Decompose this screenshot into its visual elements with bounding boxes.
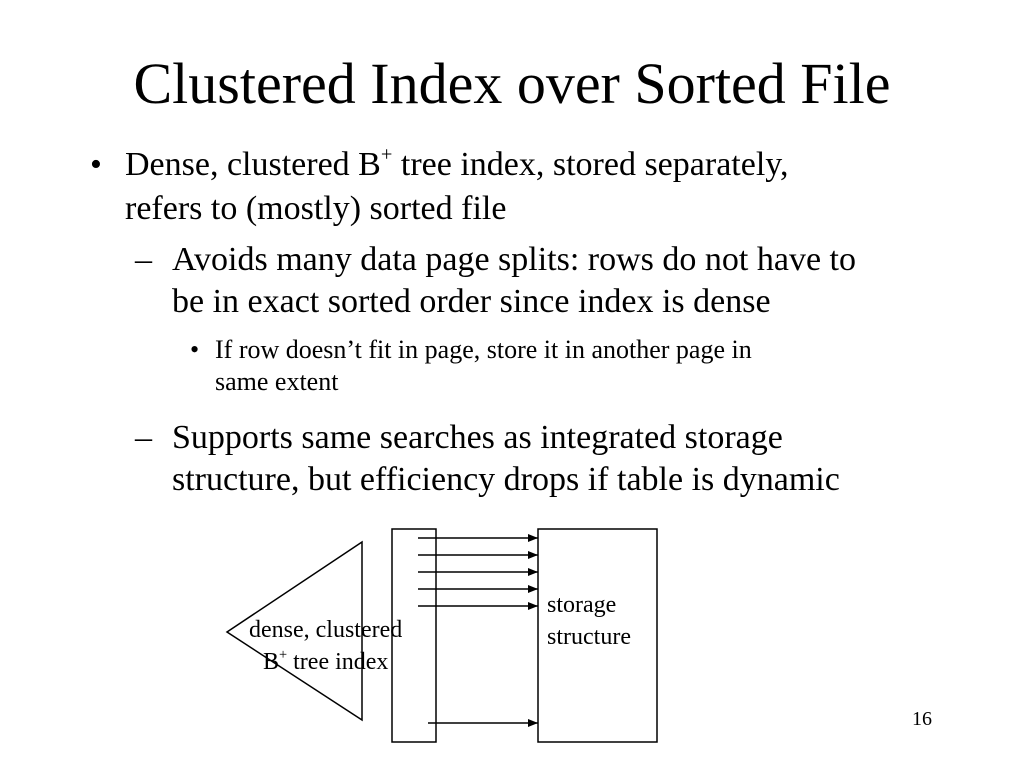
bullet-text: Dense, clustered B+ tree index, stored s…	[125, 143, 789, 231]
page-number: 16	[912, 708, 932, 730]
bullet-marker: •	[90, 146, 102, 183]
superscript-plus: +	[380, 143, 393, 166]
storage-label: storage structure	[547, 589, 631, 653]
index-label: dense, clustered B+ tree index	[249, 614, 402, 678]
bullet-line: Avoids many data page splits: rows do no…	[172, 241, 856, 278]
dash-marker: –	[135, 241, 152, 278]
sub-bullet-text: Supports same searches as integrated sto…	[172, 417, 840, 501]
bullet-text-part: Dense, clustered B	[125, 146, 381, 183]
bullet-line: Dense, clustered B+ tree index, stored s…	[125, 143, 789, 187]
dash-marker: –	[135, 419, 152, 456]
bullet-line: If row doesn’t fit in page, store it in …	[215, 335, 752, 364]
slide-title: Clustered Index over Sorted File	[133, 51, 891, 116]
bullet-line: same extent	[215, 367, 339, 396]
index-label-line: dense, clustered	[249, 617, 403, 643]
bullet-line: Supports same searches as integrated sto…	[172, 419, 783, 456]
storage-rect	[537, 528, 658, 743]
superscript-plus: +	[279, 646, 288, 663]
sub-bullet-text: Avoids many data page splits: rows do no…	[172, 239, 856, 323]
storage-label-line: structure	[547, 624, 631, 650]
index-label-part: tree index	[287, 649, 389, 675]
btree-triangle	[225, 540, 363, 722]
bullet-marker: •	[190, 335, 200, 364]
index-label-part: B	[263, 649, 280, 675]
bullet-line: refers to (mostly) sorted file	[125, 190, 507, 227]
bullet-line: structure, but efficiency drops if table…	[172, 461, 840, 498]
storage-label-line: storage	[547, 592, 617, 618]
bullet-line: be in exact sorted order since index is …	[172, 283, 771, 320]
bullet-text-part: tree index, stored separately,	[392, 146, 789, 183]
index-label-line: B+ tree index	[249, 646, 402, 678]
index-leaf-rect	[391, 528, 437, 743]
sub-sub-bullet-text: If row doesn’t fit in page, store it in …	[215, 334, 752, 398]
